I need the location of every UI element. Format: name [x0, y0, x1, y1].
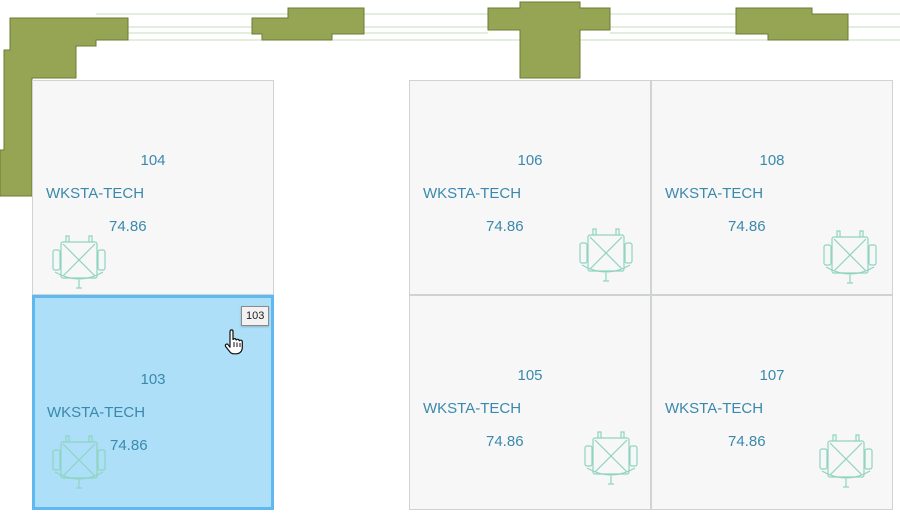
- room-107[interactable]: 107 WKSTA-TECH 74.86: [651, 295, 893, 510]
- room-number: 106: [517, 152, 543, 169]
- office-chair-icon: [579, 228, 633, 282]
- room-tooltip: 103: [241, 306, 270, 326]
- room-type: WKSTA-TECH: [46, 185, 145, 202]
- office-chair-icon: [52, 235, 106, 289]
- room-number: 105: [517, 367, 543, 384]
- room-type: WKSTA-TECH: [423, 400, 522, 417]
- room-type: WKSTA-TECH: [423, 185, 522, 202]
- room-type: WKSTA-TECH: [665, 400, 764, 417]
- room-108[interactable]: 108 WKSTA-TECH 74.86: [651, 80, 893, 295]
- hand-pointer-icon: [224, 329, 243, 355]
- room-number: 104: [140, 152, 166, 169]
- room-105[interactable]: 105 WKSTA-TECH 74.86: [409, 295, 651, 510]
- room-104[interactable]: 104 WKSTA-TECH 74.86: [32, 80, 274, 295]
- room-103[interactable]: 103 WKSTA-TECH 74.86: [32, 295, 274, 510]
- office-chair-icon: [584, 431, 638, 485]
- room-number: 108: [759, 152, 785, 169]
- room-area: 74.86: [486, 218, 524, 235]
- room-area: 74.86: [728, 433, 766, 450]
- room-area: 74.86: [110, 437, 148, 454]
- room-number: 107: [759, 367, 785, 384]
- room-area: 74.86: [486, 433, 524, 450]
- room-number: 103: [140, 371, 166, 388]
- room-type: WKSTA-TECH: [665, 185, 764, 202]
- office-chair-icon: [819, 434, 873, 488]
- room-106[interactable]: 106 WKSTA-TECH 74.86: [409, 80, 651, 295]
- room-area: 74.86: [109, 218, 147, 235]
- room-type: WKSTA-TECH: [47, 404, 146, 421]
- room-area: 74.86: [728, 218, 766, 235]
- office-chair-icon: [52, 435, 106, 489]
- office-chair-icon: [823, 230, 877, 284]
